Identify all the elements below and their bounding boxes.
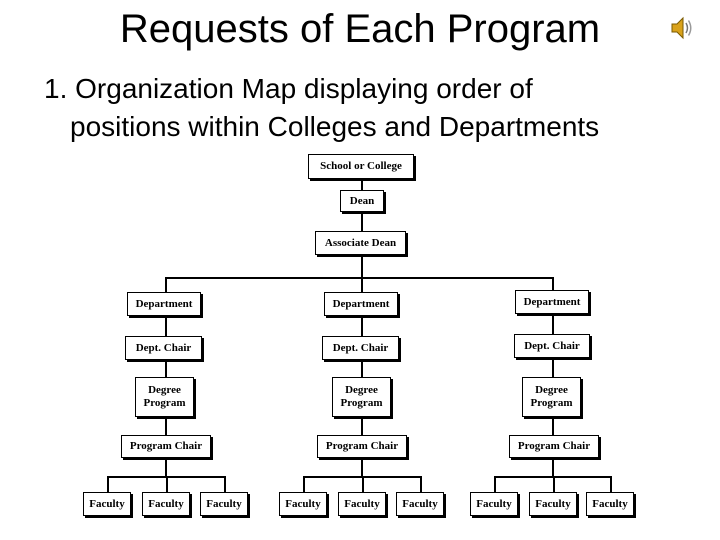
node-faculty: Faculty <box>586 492 634 516</box>
connector-line <box>553 476 555 492</box>
node-department: Department <box>515 290 589 314</box>
connector-line <box>362 476 364 492</box>
node-dept-chair: Dept. Chair <box>322 336 399 360</box>
bullet-text-1: Organization Map displaying order of <box>75 73 533 104</box>
node-faculty: Faculty <box>200 492 248 516</box>
node-degree-program: Degree Program <box>135 377 194 417</box>
node-dept-chair: Dept. Chair <box>125 336 202 360</box>
connector-line <box>361 212 363 231</box>
bullet-line-1: 1. Organization Map displaying order of <box>44 70 694 108</box>
node-faculty: Faculty <box>338 492 386 516</box>
connector-line <box>610 476 612 492</box>
node-program-chair: Program Chair <box>121 435 211 458</box>
bullet-point: 1. Organization Map displaying order of … <box>44 70 694 146</box>
connector-line <box>166 476 168 492</box>
connector-line <box>224 476 226 492</box>
bullet-number: 1. <box>44 73 68 104</box>
connector-line <box>361 255 363 277</box>
node-associate-dean: Associate Dean <box>315 231 406 255</box>
connector-line <box>303 476 305 492</box>
bullet-line-2: positions within Colleges and Department… <box>70 111 600 142</box>
connector-line <box>165 458 167 476</box>
connector-line <box>107 476 109 492</box>
node-degree-program: Degree Program <box>332 377 391 417</box>
speaker-icon[interactable] <box>668 14 696 42</box>
connector-line <box>361 179 363 190</box>
slide-title: Requests of Each Program <box>119 7 601 51</box>
node-dept-chair: Dept. Chair <box>514 334 590 358</box>
connector-line <box>494 476 496 492</box>
connector-line <box>552 458 554 476</box>
connector-line <box>361 458 363 476</box>
node-faculty: Faculty <box>470 492 518 516</box>
node-dean: Dean <box>340 190 384 212</box>
node-department: Department <box>324 292 398 316</box>
node-program-chair: Program Chair <box>317 435 407 458</box>
connector-line <box>420 476 422 492</box>
node-degree-program: Degree Program <box>522 377 581 417</box>
node-program-chair: Program Chair <box>509 435 599 458</box>
node-faculty: Faculty <box>279 492 327 516</box>
node-department: Department <box>127 292 201 316</box>
connector-line <box>494 476 611 478</box>
node-faculty: Faculty <box>142 492 190 516</box>
node-faculty: Faculty <box>529 492 577 516</box>
node-school-or-college: School or College <box>308 154 414 179</box>
node-faculty: Faculty <box>396 492 444 516</box>
connector-line <box>165 277 552 279</box>
node-faculty: Faculty <box>83 492 131 516</box>
